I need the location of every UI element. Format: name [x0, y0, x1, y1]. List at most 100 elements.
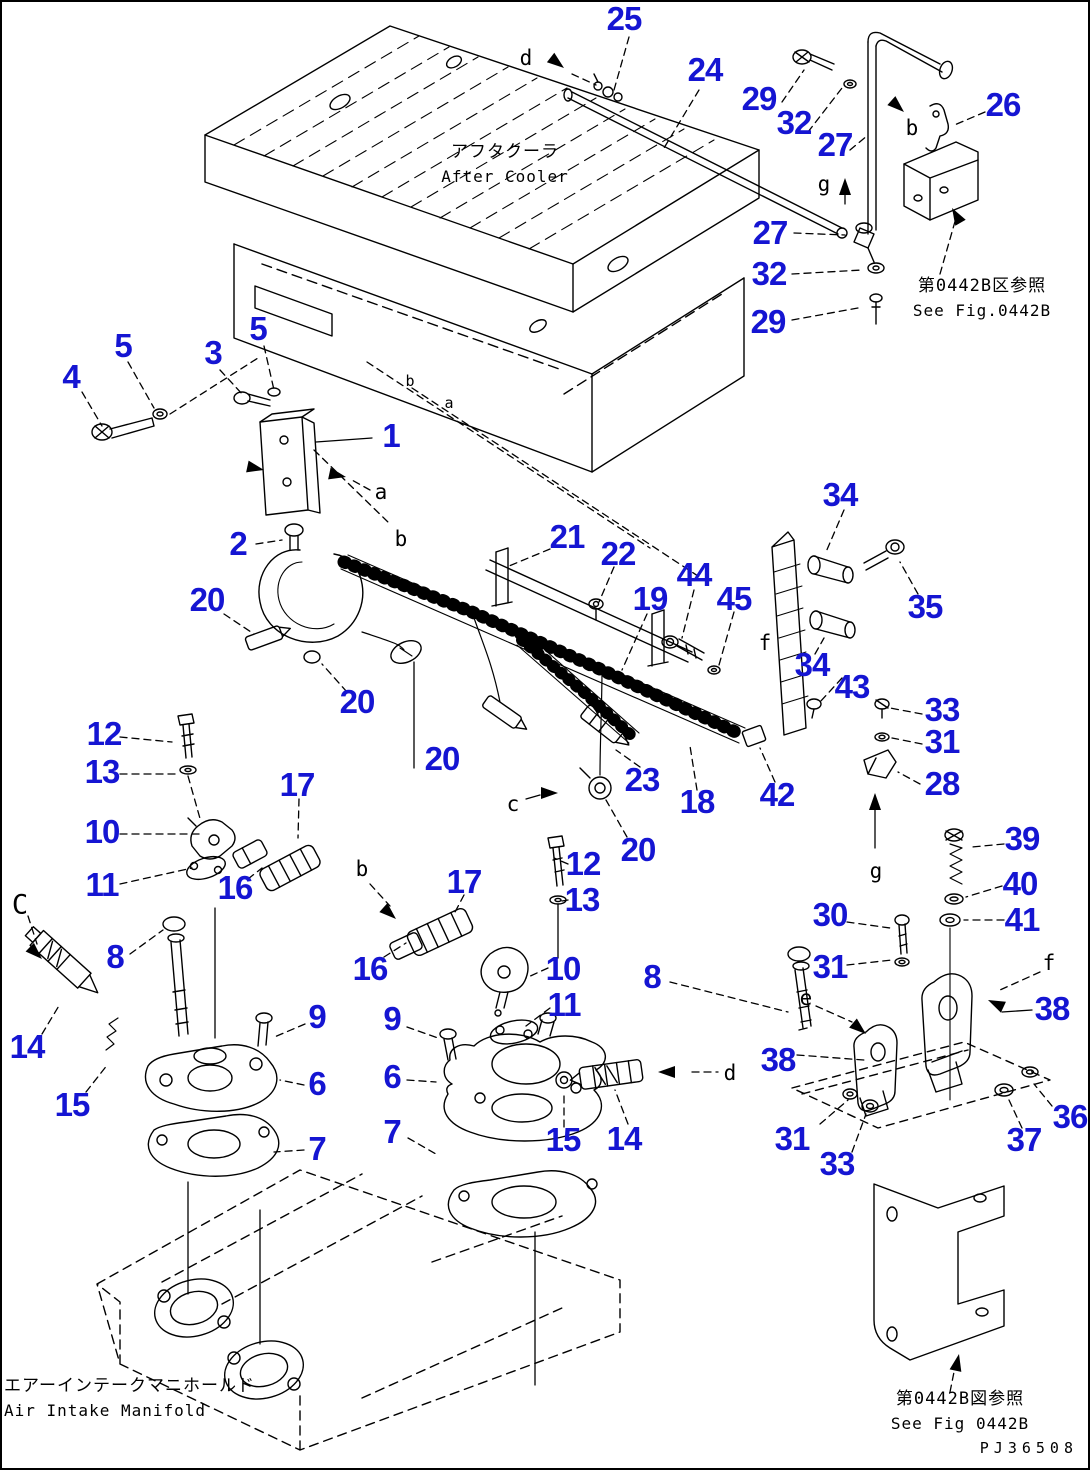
callout-number: 30	[812, 896, 849, 933]
callout-number: 15	[545, 1121, 582, 1158]
callout-number: 34	[822, 476, 859, 513]
callout-number: 38	[760, 1041, 797, 1078]
after-cooler-label-en: After Cooler	[441, 166, 569, 186]
after-cooler-label: アフタクーラ After Cooler	[400, 140, 610, 188]
callout-number: 25	[606, 0, 643, 37]
ref-letter: g	[817, 172, 831, 196]
callout-number: 31	[812, 948, 849, 985]
callout-number: 11	[547, 986, 582, 1023]
callout-number: 17	[279, 766, 316, 803]
ref-letter: C	[11, 889, 29, 921]
see-fig-bottom-label: 第0442B図参照 See Fig 0442B	[860, 1387, 1060, 1435]
ref-letter: a	[444, 394, 454, 412]
callout-number: 5	[114, 327, 132, 364]
block-1-group	[91, 387, 321, 551]
callout-number: 15	[54, 1086, 91, 1123]
see-fig-bracket	[873, 1183, 1005, 1361]
callout-number: 9	[383, 1000, 401, 1037]
left-flange-group	[144, 1012, 280, 1177]
after-cooler-box	[204, 25, 760, 473]
ref-letter: b	[394, 527, 408, 551]
callout-number: 32	[751, 255, 788, 292]
see-fig-top-en: See Fig.0442B	[912, 300, 1052, 320]
callout-number: 23	[624, 761, 661, 798]
callout-number: 16	[352, 950, 389, 987]
callout-number: 18	[679, 783, 716, 820]
ref-letter: g	[869, 859, 883, 883]
air-intake-manifold-label: エアーインテークマニホールド Air Intake Manifold	[4, 1374, 255, 1422]
callout-number: 3	[204, 334, 222, 371]
callout-number: 31	[774, 1120, 811, 1157]
see-fig-bottom-en: See Fig 0442B	[890, 1413, 1030, 1433]
ref-letter: e	[799, 986, 813, 1010]
callout-number: 8	[106, 938, 124, 975]
callout-number: 41	[1004, 901, 1041, 938]
callout-number: 10	[84, 813, 121, 850]
see-fig-top-jp: 第0442B区参照	[917, 276, 1047, 296]
callout-number: 24	[687, 51, 724, 88]
ref-letter: b	[355, 857, 369, 881]
air-intake-manifold-en: Air Intake Manifold	[4, 1400, 207, 1420]
callout-number: 20	[620, 831, 657, 868]
callout-number: 27	[752, 214, 789, 251]
ref-letter: f	[1042, 951, 1056, 975]
air-intake-manifold-jp: エアーインテークマニホールド	[4, 1376, 255, 1396]
air-intake-manifold	[96, 1169, 621, 1451]
ref-letter: b	[905, 116, 919, 140]
callout-number: 2	[229, 525, 247, 562]
callout-number: 6	[308, 1065, 326, 1102]
ref-letter: c	[506, 792, 520, 816]
callout-number: 12	[86, 715, 123, 752]
center-pump-group	[389, 835, 812, 1238]
callout-number: 22	[600, 535, 637, 572]
bracket-26	[903, 103, 979, 221]
rod-24	[563, 73, 848, 239]
callout-number: 29	[741, 80, 778, 117]
wiring-harness	[244, 547, 767, 800]
callout-number: 36	[1052, 1098, 1088, 1135]
callout-number: 40	[1002, 865, 1039, 902]
ref-letter: d	[519, 46, 533, 70]
callout-number: 7	[308, 1130, 326, 1167]
callout-number: 37	[1006, 1121, 1043, 1158]
callout-number: 39	[1004, 820, 1041, 857]
after-cooler-label-jp: アフタクーラ	[451, 142, 559, 162]
ref-letter: f	[758, 631, 772, 655]
callout-number: 4	[62, 358, 80, 395]
ref-letter: a	[374, 480, 388, 504]
callout-number: 28	[924, 765, 961, 802]
drawing-code: PJ36508	[979, 1439, 1078, 1457]
callout-number: 43	[834, 668, 871, 705]
callout-number: 27	[817, 126, 854, 163]
callout-number: 6	[383, 1058, 401, 1095]
callout-number: 8	[643, 958, 661, 995]
callout-number: 11	[85, 866, 120, 903]
bracket-34-group	[771, 531, 905, 779]
callout-number: 44	[676, 556, 713, 593]
callout-number: 32	[776, 104, 813, 141]
callout-number: 35	[907, 588, 944, 625]
callout-number: 14	[606, 1120, 643, 1157]
callout-number: 31	[924, 723, 961, 760]
callout-number: 20	[424, 740, 461, 777]
callout-number: 33	[924, 691, 961, 728]
callout-number: 13	[84, 753, 121, 790]
callout-number: 16	[217, 869, 254, 906]
callout-number: 9	[308, 998, 326, 1035]
callout-number: 34	[794, 646, 831, 683]
callout-number: 20	[339, 683, 376, 720]
see-fig-bottom-jp: 第0442B図参照	[895, 1389, 1025, 1409]
right-bracket-group	[791, 828, 1051, 1129]
ref-letter: d	[723, 1061, 737, 1085]
callout-number: 38	[1034, 990, 1071, 1027]
callout-number: 7	[383, 1113, 401, 1150]
tube-27	[792, 31, 954, 325]
callout-number: 42	[759, 776, 796, 813]
callout-number: 20	[189, 581, 226, 618]
injector-14	[24, 926, 99, 994]
callout-number: 5	[249, 310, 267, 347]
ref-letter: b	[405, 372, 415, 390]
left-clamp-group	[24, 713, 321, 1051]
